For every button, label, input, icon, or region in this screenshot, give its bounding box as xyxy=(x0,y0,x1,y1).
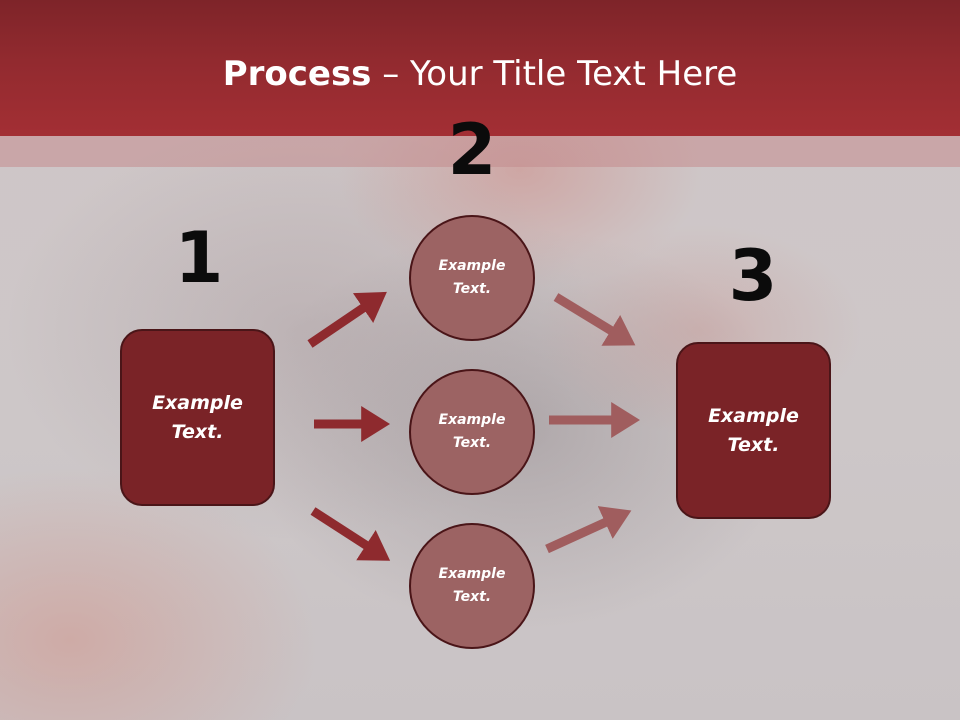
title-bar xyxy=(0,0,960,136)
right-box-text: Example Text. xyxy=(708,404,799,456)
step-number-3: 3 xyxy=(728,235,778,317)
step-number-2: 2 xyxy=(447,109,497,191)
arrow-left-to-top xyxy=(307,291,387,348)
circle-middle-text: Example Text. xyxy=(438,412,506,451)
right-process-box[interactable]: Example Text. xyxy=(676,342,831,519)
circle-middle[interactable]: Example Text. xyxy=(409,369,535,495)
title-rest: – Your Title Text Here xyxy=(371,54,738,94)
circle-bottom[interactable]: Example Text. xyxy=(409,523,535,649)
circle-bottom-text: Example Text. xyxy=(438,566,506,605)
circle-top-text: Example Text. xyxy=(438,258,506,297)
title-bold: Process xyxy=(222,54,372,94)
circle-top[interactable]: Example Text. xyxy=(409,215,535,341)
left-box-text: Example Text. xyxy=(152,391,243,443)
arrow-bottom-to-right xyxy=(545,506,632,554)
step-number-1: 1 xyxy=(174,217,224,299)
slide-title[interactable]: Process – Your Title Text Here xyxy=(0,52,960,96)
arrow-top-to-right xyxy=(553,293,636,346)
left-process-box[interactable]: Example Text. xyxy=(120,329,275,506)
arrow-left-to-bottom xyxy=(310,507,391,561)
title-band xyxy=(0,136,960,167)
